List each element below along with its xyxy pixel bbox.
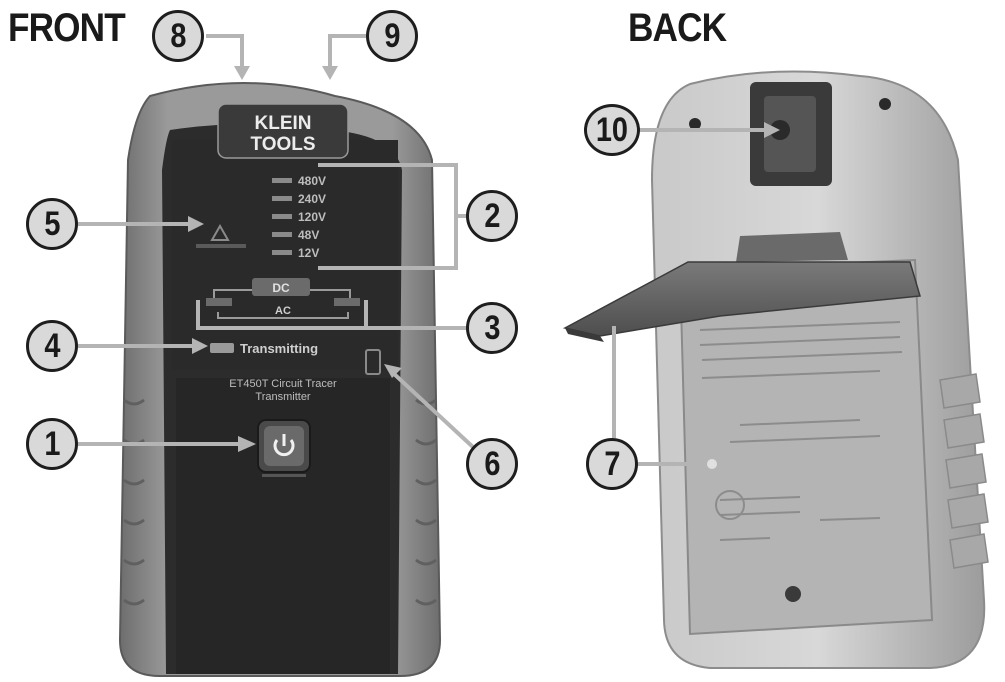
voltage-led-list: 480V 240V 120V 48V 12V: [272, 174, 326, 260]
compartment-screw: [785, 586, 801, 602]
door-clip: [736, 232, 848, 262]
transmitting-label: Transmitting: [240, 341, 318, 356]
brand-badge: [217, 103, 349, 159]
ac-label: AC: [275, 305, 291, 317]
voltage-label: 240V: [298, 192, 326, 206]
callout-7: 7: [586, 438, 638, 490]
callout-10: 10: [584, 104, 640, 156]
back-heading: BACK: [628, 6, 727, 50]
transmitting-led: [210, 343, 234, 353]
ac-led-left: [206, 298, 232, 306]
voltage-label: 12V: [298, 246, 319, 260]
voltage-label: 48V: [298, 228, 319, 242]
callout-1: 1: [26, 418, 78, 470]
voltage-led: [272, 178, 292, 183]
front-right-grips: [415, 398, 437, 606]
callout-5: 5: [26, 198, 78, 250]
leader-lines: [78, 34, 780, 466]
power-button: [257, 419, 311, 477]
compartment-text-lines: [699, 321, 903, 541]
back-right-grips: [939, 373, 989, 569]
voltage-led: [272, 214, 292, 219]
ac-led-right: [334, 298, 360, 306]
voltage-led: [272, 232, 292, 237]
warning-triangle-icon: [196, 223, 246, 248]
brand-line2: TOOLS: [250, 134, 315, 155]
voltage-label: 480V: [298, 174, 326, 188]
callout-9: 9: [366, 10, 418, 62]
leader-dot: [707, 459, 717, 469]
voltage-label: 120V: [298, 210, 326, 224]
screw-hole: [689, 118, 701, 130]
model-label-line2: Transmitter: [255, 391, 311, 403]
callout-4: 4: [26, 320, 78, 372]
dc-label: DC: [272, 281, 290, 295]
brand-line1: KLEIN: [255, 113, 312, 134]
screw-hole: [879, 98, 891, 110]
power-icon: [273, 439, 295, 457]
ac-dc-indicator: DC AC: [206, 278, 360, 319]
front-device: KLEIN TOOLS 480V 240V 120V 48V 12V: [118, 82, 442, 677]
callout-8: 8: [152, 10, 204, 62]
front-heading: FRONT: [8, 6, 126, 50]
callout-3: 3: [466, 302, 518, 354]
ul-mark-icon: [715, 490, 745, 520]
battery-indicator-icon: [365, 349, 381, 375]
callout-2: 2: [466, 190, 518, 242]
model-label-line1: ET450T Circuit Tracer: [229, 378, 337, 390]
dc-led: [252, 278, 310, 296]
voltage-led: [272, 250, 292, 255]
back-device: [562, 70, 989, 669]
voltage-led: [272, 196, 292, 201]
callout-6: 6: [466, 438, 518, 490]
